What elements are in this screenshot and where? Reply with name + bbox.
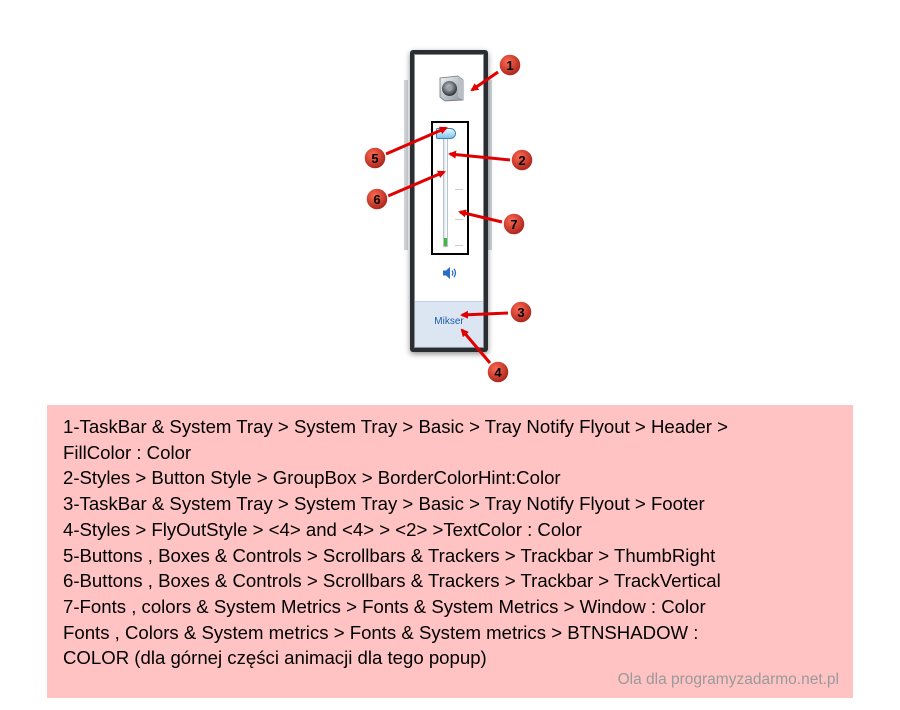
flyout-right-shadow [488,80,492,250]
legend-line: FillColor : Color [63,441,192,463]
credit-text: Ola dla programyzadarmo.net.pl [617,671,839,688]
legend-line: 1-TaskBar & System Tray > System Tray > … [63,416,728,437]
legend-line: 4-Styles > FlyOutStyle > <4> and <4> > <… [63,518,582,540]
legend-line: 2-Styles > Button Style > GroupBox > Bor… [63,467,561,489]
volume-level-meter [444,238,447,246]
flyout-left-shadow [404,80,408,250]
svg-text:7: 7 [510,217,517,232]
legend-box: 1-TaskBar & System Tray > System Tray > … [47,405,853,698]
flyout-body: Mikser [414,54,484,348]
callout-arrow-4 [460,328,492,364]
callout-arrow-1 [470,70,499,92]
callout-arrow-6 [387,170,446,198]
svg-text:4: 4 [494,365,502,380]
callout-marker-1: 1 [498,53,522,77]
callout-arrow-7 [458,209,503,224]
legend-line: Fonts , Colors & System metrics > Fonts … [63,621,699,643]
speaker-device-icon[interactable] [436,73,466,103]
track-tick [455,219,463,220]
legend-line: 7-Fonts , colors & System Metrics > Font… [63,595,706,617]
callout-arrow-2 [448,150,511,162]
legend-line: 6-Buttons , Boxes & Controls > Scrollbar… [63,570,721,592]
svg-text:1: 1 [506,58,513,73]
volume-flyout: Mikser [410,50,488,352]
track-tick [455,189,463,190]
legend-line: 3-TaskBar & System Tray > System Tray > … [63,493,705,515]
speaker-volume-icon[interactable] [441,265,459,281]
legend-line: 5-Buttons , Boxes & Controls > Scrollbar… [63,544,716,566]
svg-text:5: 5 [371,151,378,166]
callout-arrow-5 [385,126,448,156]
callout-marker-2: 2 [510,148,534,172]
mixer-link[interactable]: Mikser [434,316,464,327]
callout-arrow-3 [460,310,509,319]
svg-text:3: 3 [517,305,524,320]
callout-marker-7: 7 [502,212,526,236]
svg-text:6: 6 [373,192,380,207]
callout-marker-3: 3 [509,300,533,324]
callout-marker-6: 6 [365,187,389,211]
legend-line: COLOR (dla górnej części animacji dla te… [63,647,487,669]
svg-text:2: 2 [518,153,525,168]
callout-marker-4: 4 [486,360,510,384]
track-tick [455,245,463,246]
callout-layer: 1 2 3 4 5 6 7 [363,53,534,384]
callout-marker-5: 5 [363,146,387,170]
